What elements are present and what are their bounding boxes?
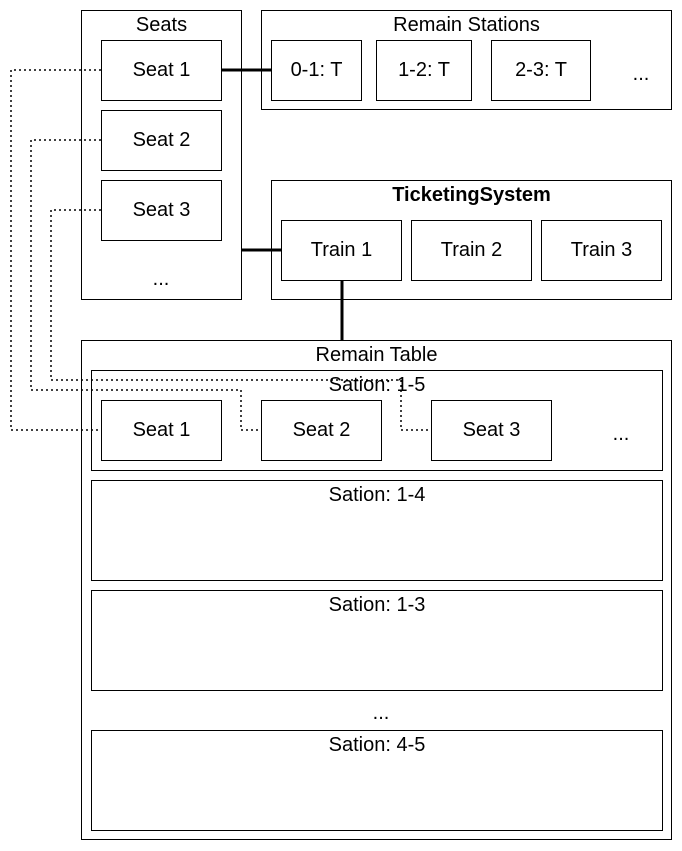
- section-seat-node-2: Seat 2: [261, 400, 382, 461]
- seats-title: Seats: [135, 14, 188, 36]
- station-node-0-1: 0-1: T: [271, 40, 362, 101]
- seats-container: [81, 10, 242, 300]
- remain-table-title: Remain Table: [315, 344, 438, 366]
- station-section-1-4: [91, 480, 663, 581]
- ticketing-system-title: TicketingSystem: [392, 184, 551, 206]
- train-node-2: Train 2: [411, 220, 532, 281]
- remain-stations-container: [261, 10, 672, 110]
- station-section-1-5: [91, 370, 663, 471]
- station-node-1-2: 1-2: T: [376, 40, 472, 101]
- station-section-4-5: [91, 730, 663, 831]
- remain-table-container: [81, 340, 672, 840]
- station-section-label: Sation: 1-4: [328, 484, 426, 506]
- train-node-3: Train 3: [541, 220, 662, 281]
- stations-ellipsis: ...: [632, 63, 650, 85]
- section-seats-ellipsis: ...: [612, 423, 630, 445]
- station-node-2-3: 2-3: T: [491, 40, 591, 101]
- train-node-1: Train 1: [281, 220, 402, 281]
- station-section-label: Sation: 1-5: [328, 374, 426, 396]
- station-section-label: Sation: 1-3: [328, 594, 426, 616]
- section-seat-node-3: Seat 3: [431, 400, 552, 461]
- ticketing-system-container: [271, 180, 672, 300]
- seat-node-3: Seat 3: [101, 180, 222, 241]
- station-section-1-3: [91, 590, 663, 691]
- seats-ellipsis: ...: [152, 268, 170, 290]
- remain-stations-title: Remain Stations: [393, 14, 540, 36]
- sections-ellipsis: ...: [372, 702, 390, 724]
- station-section-label: Sation: 4-5: [328, 734, 426, 756]
- seat-node-1: Seat 1: [101, 40, 222, 101]
- seat-node-2: Seat 2: [101, 110, 222, 171]
- section-seat-node-1: Seat 1: [101, 400, 222, 461]
